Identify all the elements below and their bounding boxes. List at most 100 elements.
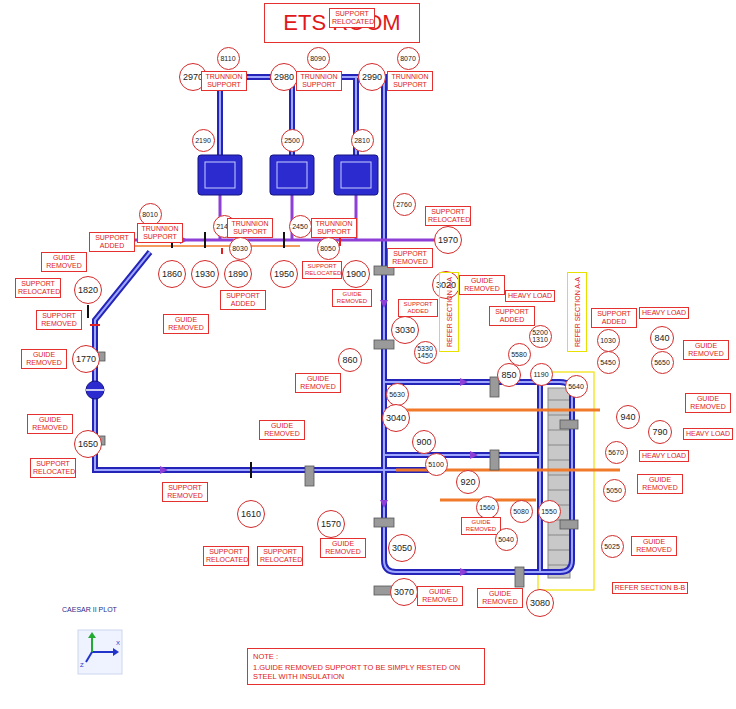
note-text: GUIDE REMOVED: [420, 588, 460, 603]
note-text: SUPPORT REMOVED: [165, 484, 205, 499]
callout-number: 1650: [74, 430, 102, 458]
callout-text: 8010: [142, 211, 158, 218]
note-text: GUIDE REMOVED: [480, 590, 520, 605]
callout-text: 5200: [532, 329, 548, 336]
change-note-box: SUPPORT RELOCATED: [257, 546, 303, 565]
callout-number: 8090: [307, 47, 330, 70]
callout-text: 1610: [241, 510, 261, 519]
note-box: NOTE :1.GUIDE REMOVED SUPPORT TO BE SIMP…: [247, 648, 485, 685]
change-note-box: GUIDE REMOVED: [295, 373, 341, 392]
note-text: GUIDE REMOVED: [335, 291, 369, 304]
callout-text: 1030: [600, 337, 616, 344]
note-text: SUPPORT RELOCATED: [206, 548, 246, 563]
change-note-box: TRUNNION SUPPORT: [311, 218, 357, 237]
change-note-box: SUPPORT RELOCATED: [302, 261, 342, 278]
note-text: GUIDE REMOVED: [298, 375, 338, 390]
note-text: REFER SECTION B-B: [615, 584, 685, 592]
callout-number: 1900: [342, 260, 370, 288]
change-note-box: GUIDE REMOVED: [459, 275, 505, 294]
callout-number: 1770: [72, 345, 100, 373]
change-note-box: REFER SECTION B-B: [612, 582, 688, 594]
callout-text: 790: [652, 428, 667, 437]
callout-text: 5580: [511, 351, 527, 358]
change-note-box: SUPPORT REMOVED: [36, 310, 82, 329]
change-note-box: SUPPORT ADDED: [220, 290, 266, 309]
callout-text: 940: [620, 413, 635, 422]
callout-text: 1770: [76, 355, 96, 364]
change-note-box: SUPPORT ADDED: [489, 306, 535, 325]
callout-text: 1190: [533, 371, 548, 378]
note-text: SUPPORT RELOCATED: [18, 280, 58, 295]
callout-text: 5640: [568, 383, 584, 390]
callout-text: 1970: [438, 236, 458, 245]
callout-text: 1450: [417, 352, 433, 359]
callout-text: 2760: [396, 201, 412, 208]
callout-text: 2450: [292, 223, 308, 230]
callout-text: 850: [501, 371, 516, 380]
change-note-box: SUPPORT RELOCATED: [203, 546, 249, 565]
note-text: SUPPORT ADDED: [223, 292, 263, 307]
callout-number: 920: [456, 470, 480, 494]
change-note-box: SUPPORT RELOCATED: [15, 278, 61, 297]
change-note-box: TRUNNION SUPPORT: [387, 71, 433, 90]
callout-text: 3030: [395, 326, 415, 335]
callout-text: 2990: [362, 73, 382, 82]
callout-number: 2760: [393, 193, 416, 216]
callout-text: 5630: [389, 391, 405, 398]
change-note-box: SUPPORT REMOVED: [387, 248, 433, 267]
change-note-box: TRUNNION SUPPORT: [296, 71, 342, 90]
note-text: TRUNNION SUPPORT: [314, 220, 354, 235]
note-text: TRUNNION SUPPORT: [390, 73, 430, 88]
note-text: HEAVY LOAD: [508, 292, 552, 300]
note-text: GUIDE REMOVED: [30, 416, 70, 431]
callout-text: 920: [460, 478, 475, 487]
callout-number: 2190: [192, 129, 215, 152]
callout-number: 52001310: [529, 325, 552, 348]
change-note-box: GUIDE REMOVED: [27, 414, 73, 433]
callout-number: 1860: [158, 260, 186, 288]
callout-number: 3030: [391, 316, 419, 344]
callout-number: 8070: [397, 47, 420, 70]
note-text: 1.GUIDE REMOVED SUPPORT TO BE SIMPLY RES…: [253, 663, 479, 681]
callout-number: 1610: [237, 500, 265, 528]
change-note-box: GUIDE REMOVED: [332, 289, 372, 306]
note-text: SUPPORT ADDED: [594, 310, 634, 325]
callout-text: 2970: [183, 73, 203, 82]
callout-number: 5025: [601, 535, 624, 558]
change-note-box: HEAVY LOAD: [505, 290, 555, 302]
change-note-box: GUIDE REMOVED: [683, 340, 729, 359]
axis-label: Z: [80, 662, 84, 668]
change-note-box: SUPPORT ADDED: [89, 232, 135, 251]
callout-number: 3070: [390, 578, 418, 606]
change-note-box: GUIDE REMOVED: [163, 314, 209, 333]
note-text: GUIDE REMOVED: [24, 351, 64, 366]
note-text: SUPPORT ADDED: [92, 234, 132, 249]
note-text: GUIDE REMOVED: [323, 540, 363, 555]
change-note-box: SUPPORT ADDED: [591, 308, 637, 327]
callout-number: 5050: [603, 479, 626, 502]
change-note-box: GUIDE REMOVED: [320, 538, 366, 557]
note-text: SUPPORT RELOCATED: [428, 208, 468, 223]
change-note-box: HEAVY LOAD: [683, 428, 733, 440]
note-text: GUIDE REMOVED: [688, 395, 728, 410]
callout-number: 840: [650, 326, 674, 350]
change-note-box: SUPPORT REMOVED: [162, 482, 208, 501]
note-text: REFER SECTION A-A: [446, 277, 453, 347]
note-text: SUPPORT RELOCATED: [33, 460, 73, 475]
callout-number: 1930: [191, 260, 219, 288]
note-text: GUIDE REMOVED: [262, 422, 302, 437]
callout-text: 1310: [532, 336, 548, 343]
callout-text: 900: [416, 438, 431, 447]
callout-number: 5650: [651, 351, 674, 374]
change-note-box: TRUNNION SUPPORT: [227, 218, 273, 237]
callout-text: 1570: [321, 520, 341, 529]
change-note-box: SUPPORT RELOCATED: [425, 206, 471, 225]
callout-number: 1950: [270, 260, 298, 288]
callout-text: 8030: [232, 245, 248, 252]
plot-caption: CAESAR II PLOT: [62, 606, 117, 613]
change-note-box: SUPPORT RELOCATED: [30, 458, 76, 477]
change-note-box: GUIDE REMOVED: [477, 588, 523, 607]
callout-text: 860: [342, 356, 357, 365]
